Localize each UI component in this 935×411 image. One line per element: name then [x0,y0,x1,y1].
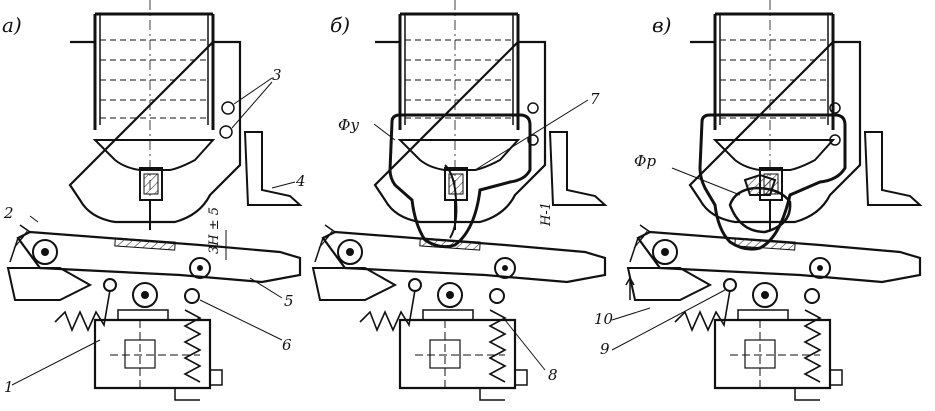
panel-c-label: в) [652,13,671,37]
dissipative-flux-path [728,186,792,234]
panel-b [311,0,607,402]
callout-1: 1 [4,378,14,396]
callout-8: 8 [548,366,558,384]
screw-icon [527,134,539,146]
panel-c [611,0,922,402]
callout-6: 6 [282,336,292,354]
callout-10: 10 [594,310,614,328]
callout-3: 3 [272,66,282,84]
gap-dimension-a: 3Н ± 5 [207,207,222,254]
callout-5: 5 [284,292,294,310]
panel-b-label: б) [330,13,350,37]
screw-icon [219,125,233,139]
screw-icon [221,101,235,115]
useful-flux-label: Фу [338,116,359,134]
screw-icon [829,134,841,146]
callout-9: 9 [600,340,610,358]
useful-flux-path [388,113,532,249]
panel-a-label: а) [2,13,22,37]
callout-4: 4 [295,172,306,190]
dissipative-flux-label: Фр [634,152,656,170]
screw-icon [527,102,539,114]
callout-7: 7 [590,90,600,108]
screw-icon [829,102,841,114]
callout-2: 2 [3,204,14,222]
panel-a [6,0,302,402]
gap-dimension-b: Н-1 [539,202,554,227]
